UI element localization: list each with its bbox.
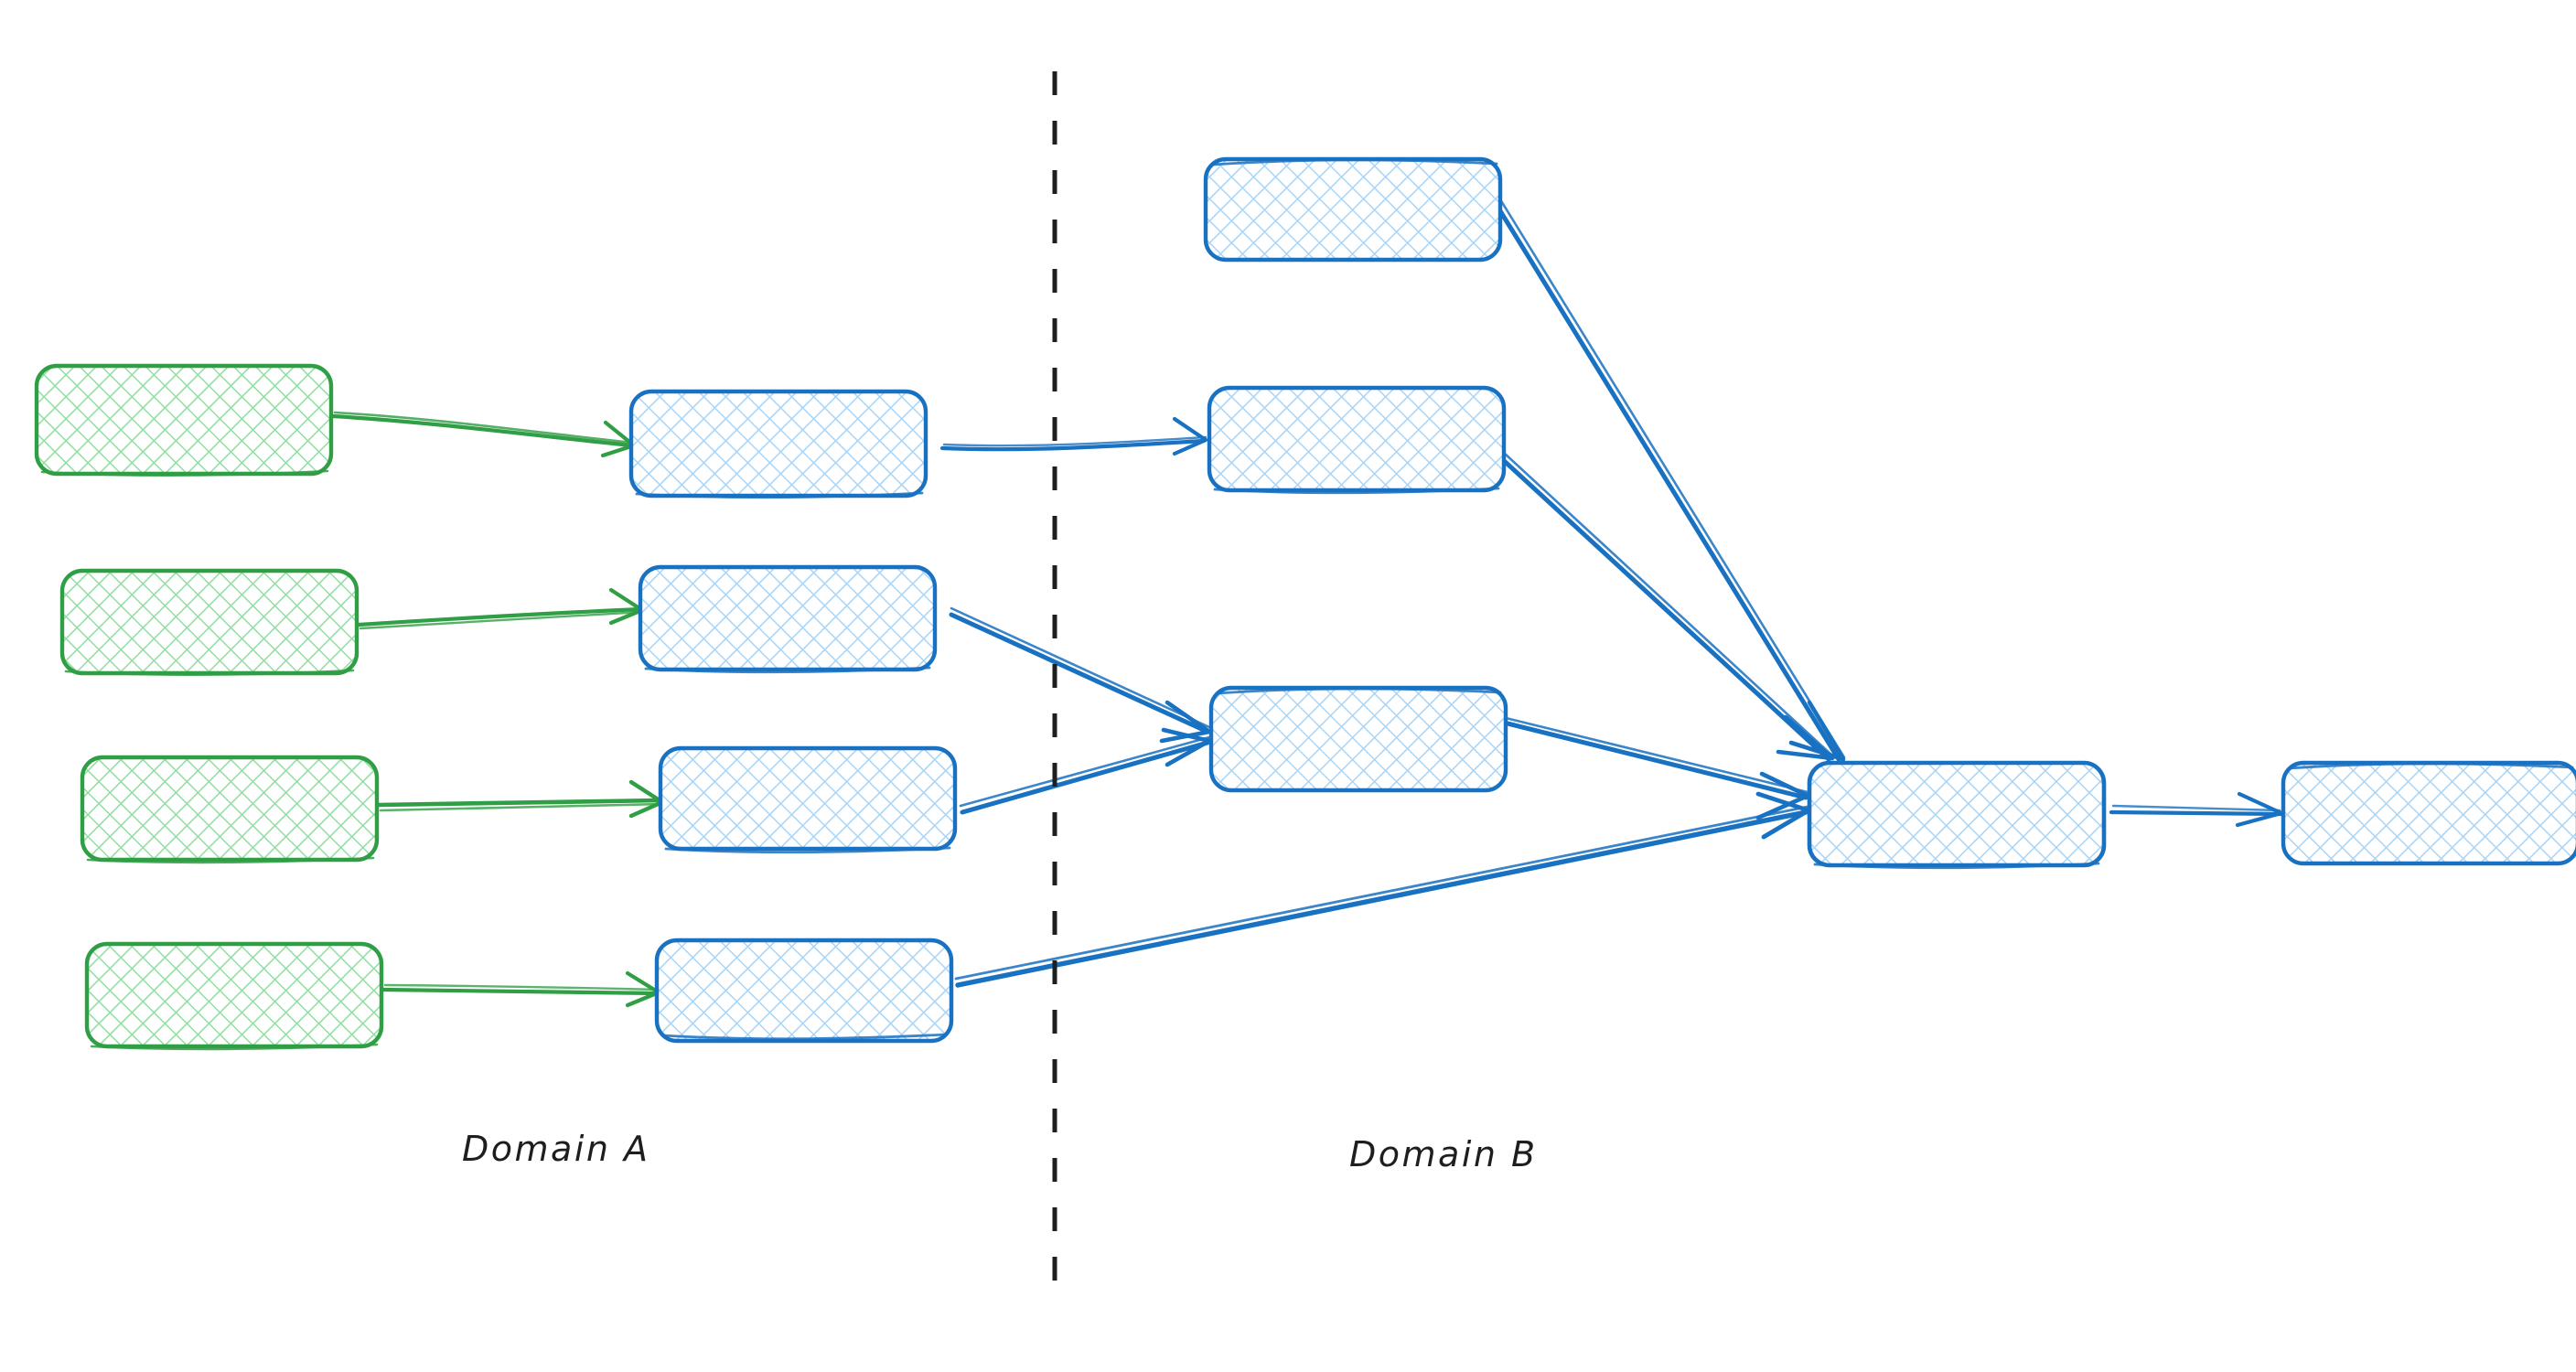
edge-b-node-1-to-b-hub[interactable] — [1485, 186, 1846, 762]
node-b-hub[interactable] — [1807, 760, 2107, 870]
node-b-node-3[interactable] — [1208, 685, 1508, 793]
edge-b-node-2-to-b-hub[interactable] — [1497, 452, 1835, 762]
node-a-src-2[interactable] — [59, 568, 360, 676]
node-a-mid-1[interactable] — [628, 389, 928, 499]
node-a-src-4[interactable] — [84, 941, 384, 1051]
domain-b-label: Domain B — [1349, 1134, 1538, 1174]
edge-a-src-2-to-a-mid-2[interactable] — [356, 587, 645, 630]
edges-layer — [330, 186, 2284, 1008]
node-a-src-3[interactable] — [80, 755, 380, 864]
edge-a-mid-2-to-b-node-3[interactable] — [949, 606, 1212, 744]
node-a-mid-2[interactable] — [638, 564, 938, 674]
edge-b-hub-to-b-sink[interactable] — [2109, 791, 2284, 828]
edge-b-node-3-to-b-hub[interactable] — [1500, 715, 1810, 820]
node-b-sink[interactable] — [2281, 760, 2576, 866]
edge-a-mid-1-to-b-node-2[interactable] — [939, 416, 1208, 456]
node-a-mid-3[interactable] — [658, 745, 958, 854]
node-a-mid-4[interactable] — [654, 938, 954, 1044]
nodes-layer — [34, 156, 2576, 1051]
node-b-node-1[interactable] — [1203, 156, 1503, 263]
edge-a-mid-3-to-b-node-3[interactable] — [959, 727, 1212, 815]
edge-a-src-3-to-a-mid-3[interactable] — [376, 779, 665, 819]
edge-a-src-4-to-a-mid-4[interactable] — [381, 970, 661, 1008]
node-b-node-2[interactable] — [1207, 385, 1507, 495]
edge-a-src-1-to-a-mid-1[interactable] — [330, 411, 637, 458]
domain-a-label: Domain A — [462, 1129, 650, 1169]
edge-a-mid-4-to-b-hub[interactable] — [954, 791, 1811, 988]
node-a-src-1[interactable] — [34, 363, 334, 477]
